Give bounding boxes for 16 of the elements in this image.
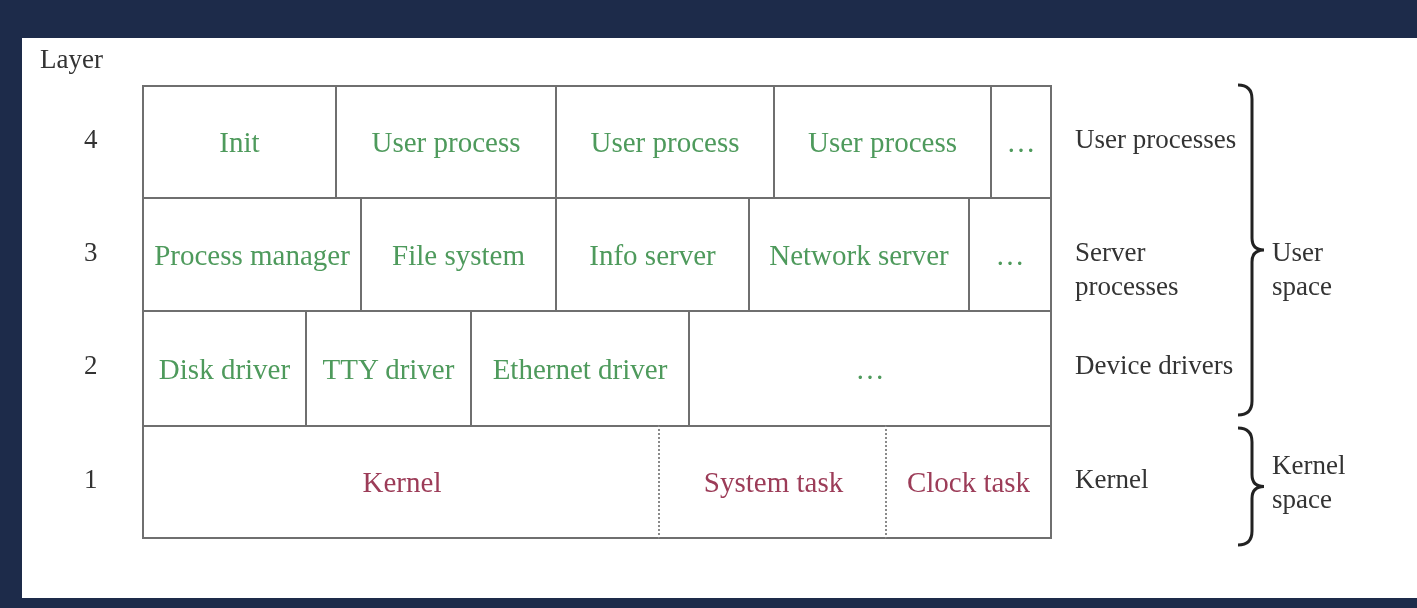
- layer-number: 2: [84, 349, 98, 382]
- space-label: Kernel space: [1272, 449, 1347, 516]
- space-label: User space: [1272, 236, 1333, 303]
- table-cell: …: [990, 85, 1052, 199]
- table-cell: Clock task: [885, 425, 1052, 539]
- layer-name: Server processes: [1075, 236, 1180, 303]
- layer-name: Kernel: [1075, 463, 1150, 496]
- layer-number: 4: [84, 123, 98, 156]
- table-cell: Kernel: [142, 425, 660, 539]
- layer-number: 1: [84, 463, 98, 496]
- layer-name: Device drivers: [1075, 349, 1235, 382]
- table-cell: Init: [142, 85, 337, 199]
- layer-number: 3: [84, 236, 98, 269]
- table-cell: System task: [658, 425, 887, 539]
- layer-name: User processes: [1075, 123, 1238, 156]
- layer-heading: Layer: [40, 43, 103, 76]
